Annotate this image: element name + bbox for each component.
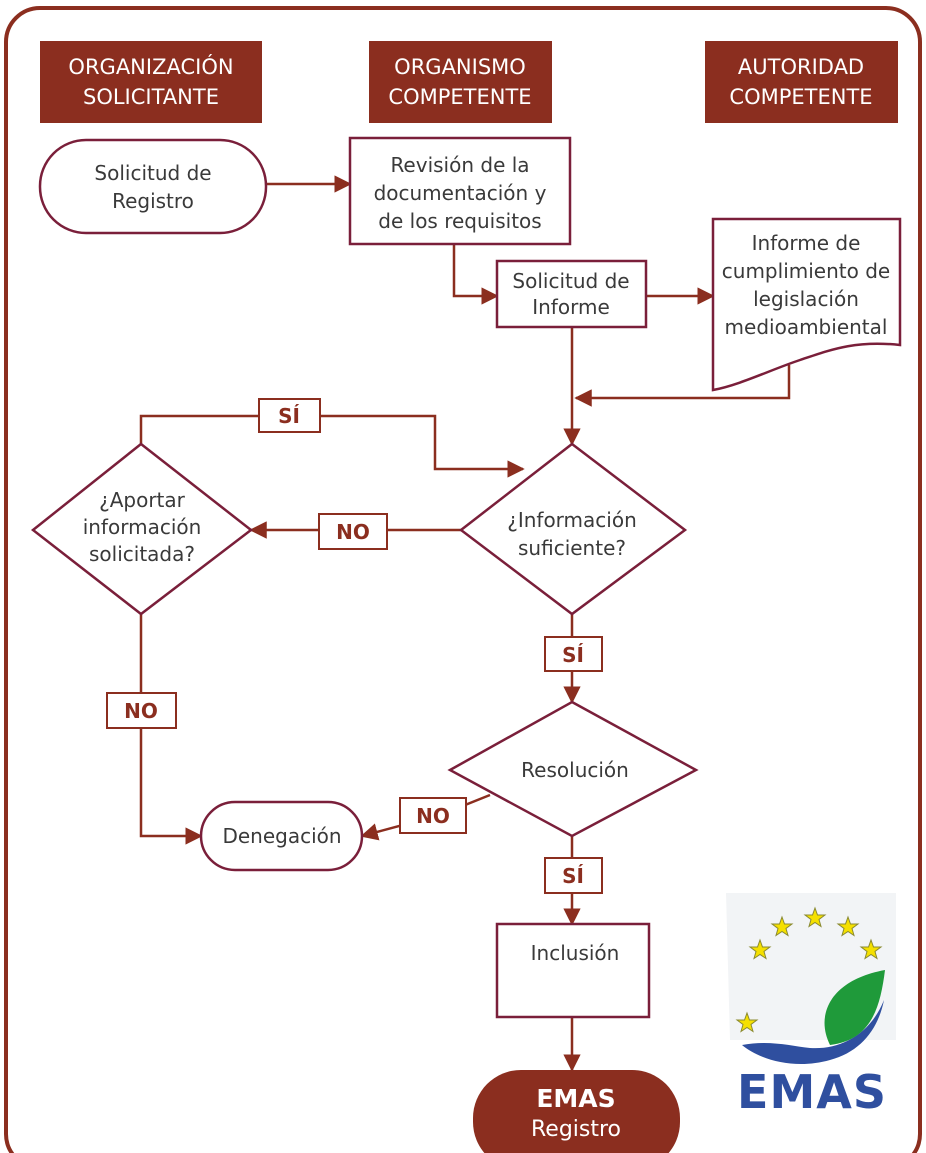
emas-wordmark: EMAS — [737, 1065, 887, 1119]
arrow-aportar-no-to-denegacion — [139, 614, 203, 845]
header-body-line1: ORGANISMO — [394, 55, 526, 79]
tag-si-down1-text: SÍ — [562, 643, 584, 667]
tag-no-resol-text: NO — [416, 804, 450, 828]
revision-line3: de los requisitos — [378, 209, 541, 233]
node-emas-registro: EMAS Registro — [473, 1070, 680, 1153]
solicitud-informe-line2: Informe — [532, 295, 610, 319]
inclusion-text: Inclusión — [531, 941, 620, 965]
header-org-line2: SOLICITANTE — [83, 85, 219, 109]
node-solicitud-registro: Solicitud de Registro — [38, 138, 268, 235]
decision-resolucion: Resolución — [447, 700, 699, 838]
connectors — [139, 175, 791, 1072]
arrow-revision-to-solicitud-informe — [452, 244, 499, 305]
decision-aportar-informacion: ¿Aportar información solicitada? — [30, 442, 254, 616]
node-informe-cumplimiento: Informe de cumplimiento de legislación m… — [711, 217, 902, 392]
outer-frame — [4, 6, 922, 1153]
arrow-si-loop — [139, 414, 525, 478]
resolucion-text: Resolución — [521, 758, 629, 782]
header-authority-line2: COMPETENTE — [729, 85, 872, 109]
informe-line4: medioambiental — [725, 315, 888, 339]
node-denegacion: Denegación — [199, 800, 364, 872]
solicitud-registro-line1: Solicitud de — [94, 161, 211, 185]
aportar-line3: solicitada? — [89, 542, 195, 566]
revision-line2: documentación y — [374, 181, 547, 205]
suficiente-line2: suficiente? — [518, 536, 626, 560]
solicitud-registro-line2: Registro — [112, 189, 194, 213]
aportar-line2: información — [83, 515, 202, 539]
node-solicitud-informe: Solicitud de Informe — [495, 259, 648, 329]
emas-logo: EMAS — [726, 893, 896, 1119]
star-icon — [735, 906, 883, 1033]
header-authority-line1: AUTORIDAD — [738, 55, 864, 79]
header-organizacion-solicitante: ORGANIZACIÓN SOLICITANTE — [40, 41, 262, 123]
node-inclusion: Inclusión — [495, 922, 651, 1019]
emas-sub: Registro — [531, 1117, 621, 1142]
emas-title: EMAS — [536, 1084, 615, 1113]
header-organismo-competente: ORGANISMO COMPETENTE — [369, 41, 552, 123]
solicitud-informe-line1: Solicitud de — [512, 269, 629, 293]
denegacion-text: Denegación — [222, 824, 341, 848]
suficiente-line1: ¿Información — [507, 508, 637, 532]
tag-si-down2: SÍ — [544, 857, 603, 894]
informe-line1: Informe de — [752, 231, 861, 255]
tag-si-loop: SÍ — [258, 398, 321, 433]
revision-line1: Revisión de la — [390, 153, 529, 177]
tag-si-down2-text: SÍ — [562, 864, 584, 888]
leaf-wave-icon — [742, 1000, 884, 1065]
tag-no-left: NO — [318, 513, 388, 550]
header-org-line1: ORGANIZACIÓN — [68, 54, 233, 79]
header-body-line2: COMPETENTE — [388, 85, 531, 109]
tag-no-left-text: NO — [336, 520, 370, 544]
decision-informacion-suficiente: ¿Información suficiente? — [458, 442, 688, 616]
leaf-icon — [824, 970, 885, 1045]
header-autoridad-competente: AUTORIDAD COMPETENTE — [705, 41, 898, 123]
aportar-line1: ¿Aportar — [99, 488, 186, 512]
tag-si-loop-text: SÍ — [278, 404, 300, 428]
tag-si-down1: SÍ — [544, 636, 603, 672]
informe-line2: cumplimiento de — [722, 259, 890, 283]
tag-no-left2-text: NO — [124, 699, 158, 723]
tag-no-left2: NO — [106, 692, 177, 729]
node-revision-documentacion: Revisión de la documentación y de los re… — [348, 136, 572, 246]
arrow-informe-return — [574, 365, 791, 407]
informe-line3: legislación — [753, 287, 859, 311]
tag-no-resol: NO — [399, 797, 467, 834]
